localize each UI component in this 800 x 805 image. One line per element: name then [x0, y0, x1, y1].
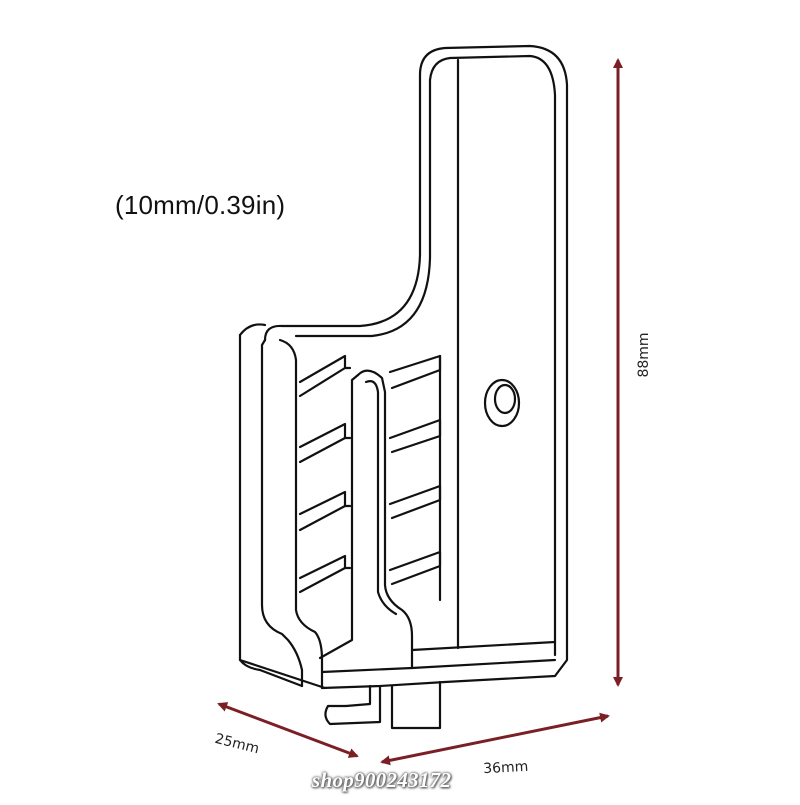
height-label: 88mm — [636, 332, 652, 377]
depth-label: 25mm — [213, 731, 261, 757]
size-note: (10mm/0.39in) — [115, 190, 286, 220]
dimension-line-depth — [217, 702, 359, 758]
width-label: 36mm — [483, 759, 529, 777]
shop-watermark: shop900243172 — [312, 768, 452, 792]
holder-outline — [238, 44, 569, 730]
dimension-depth: 25mm — [213, 702, 359, 758]
dimension-line-width — [380, 712, 610, 766]
dimension-width: 36mm — [380, 712, 610, 777]
dimension-height: 88mm — [613, 58, 652, 687]
